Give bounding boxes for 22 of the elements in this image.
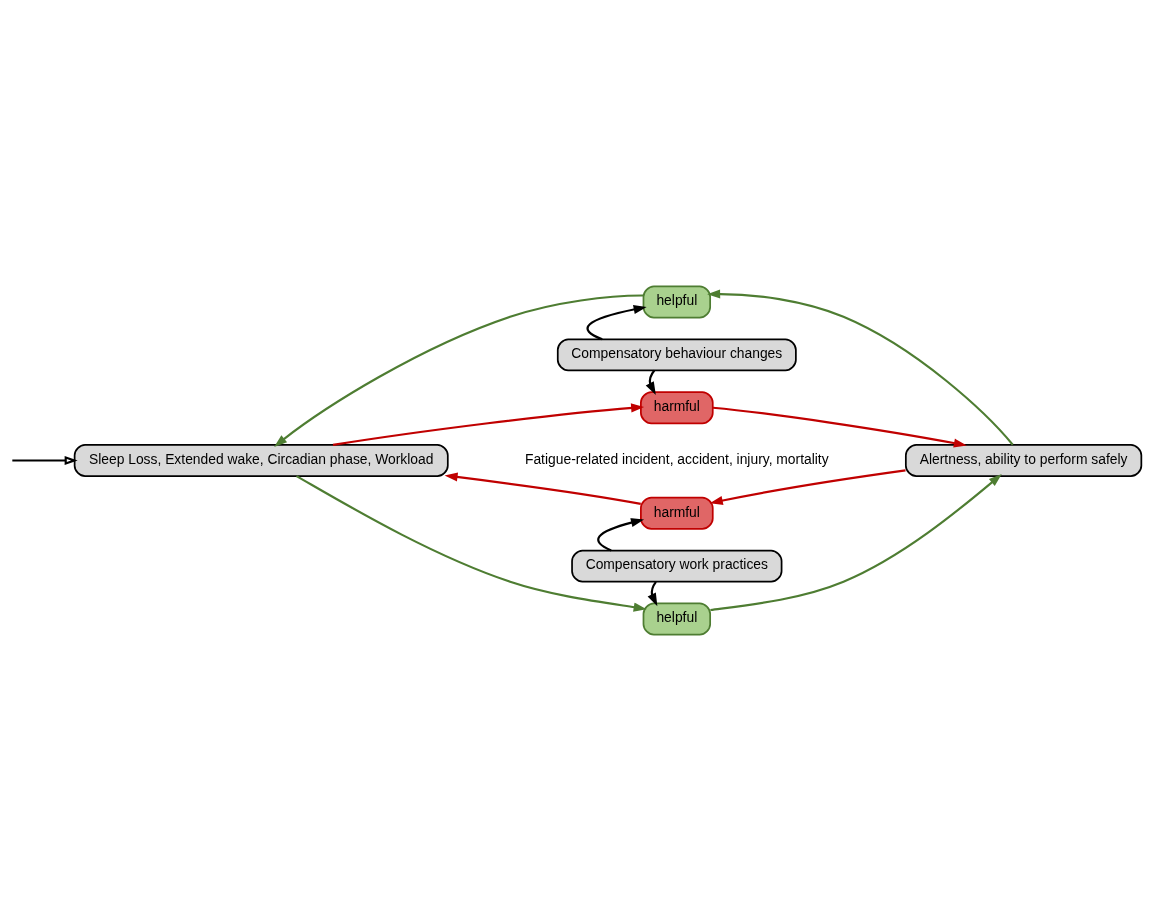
arrow xyxy=(597,517,644,551)
node-box: Compensatory behaviour changes xyxy=(556,337,797,371)
node-box: Compensatory work practices xyxy=(571,549,783,583)
label: Fatigue-related incident, accident, injury, mortality xyxy=(524,450,829,467)
node-box: Sleep Loss, Extended wake, Circadian phase, Workload xyxy=(73,443,449,477)
arrow xyxy=(274,293,644,447)
node-box: harmful xyxy=(640,496,714,530)
arrow xyxy=(647,580,658,606)
node-box: helpful xyxy=(642,602,711,635)
node-box: Alertness, ability to perform safely xyxy=(904,443,1143,477)
arrow xyxy=(707,289,1014,445)
arrow xyxy=(12,455,78,465)
arrow xyxy=(712,406,967,448)
arrow xyxy=(645,369,656,395)
arrow xyxy=(296,474,647,612)
arrow xyxy=(710,473,1002,611)
arrow xyxy=(444,472,641,505)
node-box: helpful xyxy=(642,285,711,318)
arrow xyxy=(586,304,647,340)
node-box: harmful xyxy=(640,390,714,424)
arrow xyxy=(709,468,906,505)
arrow xyxy=(332,402,645,446)
